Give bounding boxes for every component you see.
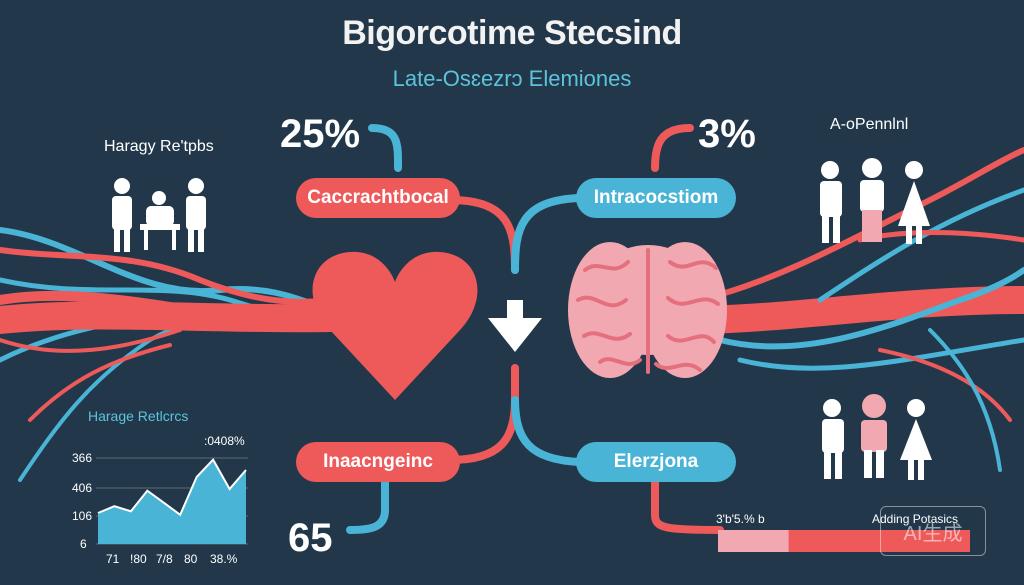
- page-subtitle: Late-Osɛezrɔ Elemiones: [392, 66, 632, 91]
- mini-chart-area: [97, 458, 247, 544]
- pill-top-left: Caccrachtbocal: [296, 178, 460, 218]
- brain-icon: [568, 242, 727, 378]
- stat-top-left: 25%: [280, 112, 361, 156]
- pill-top-right: Intracocstiom: [576, 178, 736, 218]
- pill-bottom-left: Inaacngeinc: [296, 442, 460, 482]
- x-tick-label: 80: [184, 552, 198, 566]
- heart-icon: [312, 251, 478, 400]
- people-group-icon: [820, 158, 930, 244]
- mini-chart-title: Harage Retlcrcs: [88, 408, 189, 424]
- x-tick-label: 7/8: [156, 552, 173, 566]
- page-title: Bigorcotime Stecsind: [342, 14, 682, 52]
- people-group-icon: [822, 394, 932, 480]
- mini-chart-annotation: :0408%: [204, 434, 245, 448]
- x-tick-label: 71: [106, 552, 120, 566]
- progress-right-label: Adding Potasics: [872, 512, 959, 526]
- people-group-icon: [112, 178, 206, 252]
- area-series: [98, 459, 246, 544]
- y-tick-label: 406: [72, 481, 93, 495]
- top-right-group-label: A-oPennlnl: [830, 116, 909, 133]
- down-arrow-icon: [488, 300, 542, 352]
- pill-bottom-right: Elerzjona: [576, 442, 736, 482]
- top-left-group-label: Haragy Re'tpbs: [104, 138, 214, 155]
- progress-left-label: 3'b'5.% b: [716, 512, 765, 526]
- series-line: [97, 458, 247, 517]
- stat-top-right: 3%: [698, 112, 756, 156]
- x-tick-label: 38.%: [210, 552, 238, 566]
- ai-watermark: AI生成: [880, 506, 986, 556]
- x-tick-label: !80: [130, 552, 147, 566]
- progress-fill: [718, 530, 789, 552]
- stat-bottom-left: 65: [288, 516, 333, 560]
- y-tick-label: 6: [80, 537, 87, 551]
- y-tick-label: 106: [72, 509, 93, 523]
- y-tick-label: 366: [72, 451, 93, 465]
